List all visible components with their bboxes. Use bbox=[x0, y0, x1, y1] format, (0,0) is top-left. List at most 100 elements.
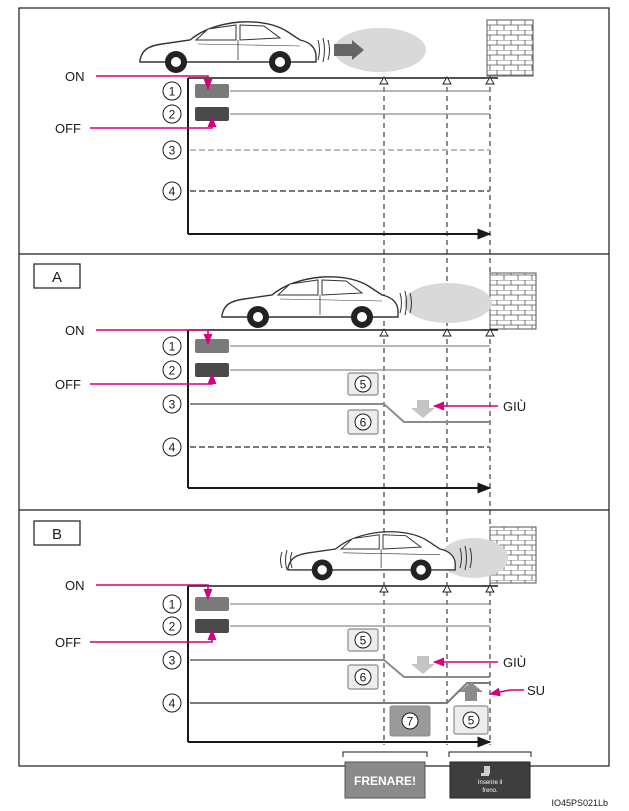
signal-line-4 bbox=[190, 682, 490, 704]
bracket-press-brake bbox=[448, 751, 532, 757]
down-label: GIÙ bbox=[503, 655, 526, 670]
number-label: 6 bbox=[360, 671, 367, 685]
number-label: 5 bbox=[360, 378, 367, 392]
press-brake-text-1: Inserire il bbox=[478, 780, 502, 786]
on-label: ON bbox=[65, 69, 85, 84]
on-label: ON bbox=[65, 323, 85, 338]
number-marker bbox=[354, 668, 372, 686]
panel-b-label: B bbox=[52, 526, 62, 543]
off-indicator bbox=[195, 619, 229, 633]
timeline-tick-icon bbox=[379, 76, 389, 85]
panel-a: A 5 6 GIÙ 1 2 3 4 O bbox=[33, 263, 537, 494]
down-arrow-icon bbox=[411, 656, 435, 674]
up-arrow-icon bbox=[459, 682, 483, 701]
off-indicator bbox=[195, 107, 229, 121]
number-marker bbox=[162, 693, 182, 713]
on-pointer-arrow bbox=[96, 329, 213, 346]
number-marker bbox=[162, 437, 182, 457]
sensor-waves bbox=[459, 545, 472, 571]
panel-a-label: A bbox=[52, 269, 62, 286]
number-marker bbox=[162, 181, 182, 201]
number-marker bbox=[162, 336, 182, 356]
number-label: 1 bbox=[169, 85, 176, 99]
motion-lines bbox=[280, 549, 293, 571]
on-indicator bbox=[195, 339, 229, 353]
number-marker bbox=[354, 413, 372, 431]
number-marker bbox=[401, 712, 419, 730]
number-label: 4 bbox=[169, 697, 176, 711]
outer-frame bbox=[18, 7, 610, 767]
wall-icon bbox=[489, 272, 537, 330]
up-pointer-arrow bbox=[488, 687, 524, 697]
number-label: 7 bbox=[407, 715, 414, 729]
sensor-beam bbox=[404, 283, 492, 323]
number-marker bbox=[162, 616, 182, 636]
number-marker bbox=[354, 375, 372, 393]
wall-icon bbox=[486, 19, 534, 77]
panel-a-box bbox=[33, 263, 81, 289]
number-marker bbox=[162, 104, 182, 124]
number-marker bbox=[162, 594, 182, 614]
bracket-brake bbox=[342, 751, 428, 757]
number-label: 1 bbox=[169, 598, 176, 612]
timeline-tick-icon bbox=[442, 76, 452, 85]
timeline-tick-icon bbox=[442, 328, 452, 337]
brake-warning-text: FRENARE! bbox=[354, 774, 416, 788]
figure-code: IO45PS021Lb bbox=[551, 798, 608, 808]
number-label: 4 bbox=[169, 441, 176, 455]
down-arrow-icon bbox=[411, 400, 435, 418]
on-pointer-arrow bbox=[96, 75, 213, 91]
number-label: 2 bbox=[169, 364, 176, 378]
number-marker bbox=[162, 650, 182, 670]
number-label: 2 bbox=[169, 108, 176, 122]
number-label: 4 bbox=[169, 185, 176, 199]
off-label: OFF bbox=[55, 121, 81, 136]
timeline-tick-icon bbox=[485, 584, 495, 593]
number-marker bbox=[162, 81, 182, 101]
off-pointer-arrow bbox=[90, 628, 217, 643]
on-pointer-arrow bbox=[96, 584, 213, 601]
number-label: 2 bbox=[169, 620, 176, 634]
timeline-tick-icon bbox=[379, 328, 389, 337]
number-marker bbox=[162, 140, 182, 160]
car-icon bbox=[139, 21, 317, 74]
number-label: 3 bbox=[169, 654, 176, 668]
on-indicator bbox=[195, 84, 229, 98]
forward-arrow-icon bbox=[334, 40, 364, 60]
sensor-beam bbox=[334, 28, 426, 72]
timeline-tick-icon bbox=[485, 76, 495, 85]
signal-line-3 bbox=[190, 403, 490, 423]
brake-pedal-icon bbox=[481, 766, 490, 776]
signal-line-3 bbox=[190, 659, 490, 678]
off-indicator bbox=[195, 363, 229, 377]
number-label: 3 bbox=[169, 144, 176, 158]
car-icon bbox=[287, 531, 456, 582]
sensor-beam bbox=[440, 538, 508, 578]
number-marker bbox=[162, 394, 182, 414]
number-label: 5 bbox=[360, 634, 367, 648]
car-icon bbox=[221, 276, 399, 329]
number-label: 5 bbox=[468, 714, 475, 728]
on-label: ON bbox=[65, 578, 85, 593]
number-label: 3 bbox=[169, 398, 176, 412]
panel-normal: 1 2 3 4 ON OFF bbox=[55, 19, 534, 240]
number-label: 1 bbox=[169, 340, 176, 354]
off-pointer-arrow bbox=[90, 372, 217, 385]
number-marker bbox=[462, 711, 480, 729]
timeline-tick-icon bbox=[442, 584, 452, 593]
number-label: 6 bbox=[360, 416, 367, 430]
off-label: OFF bbox=[55, 635, 81, 650]
panel-b-box bbox=[33, 520, 81, 546]
sensor-waves bbox=[317, 37, 330, 63]
number-marker bbox=[354, 631, 372, 649]
up-label: SU bbox=[527, 683, 545, 698]
sensor-waves bbox=[399, 290, 412, 316]
down-label: GIÙ bbox=[503, 399, 526, 414]
timeline-tick-icon bbox=[379, 584, 389, 593]
on-indicator bbox=[195, 597, 229, 611]
off-label: OFF bbox=[55, 377, 81, 392]
number-marker bbox=[162, 360, 182, 380]
off-pointer-arrow bbox=[90, 115, 217, 129]
